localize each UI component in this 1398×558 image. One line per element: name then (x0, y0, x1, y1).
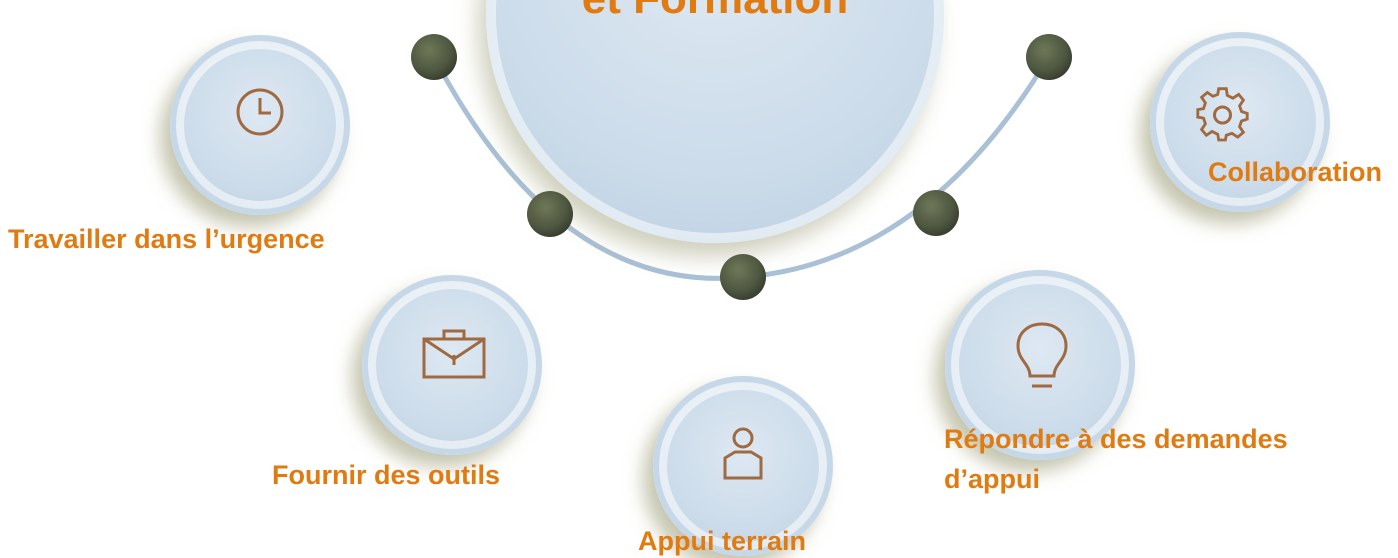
node-label-terrain: Appui terrain (638, 526, 807, 556)
node-label-demandes-1: Répondre à des demandes (944, 424, 1288, 454)
person-icon (723, 427, 763, 480)
node-label-urgence: Travailler dans l’urgence (8, 224, 325, 254)
node-circle-demandes (945, 270, 1135, 460)
briefcase-icon (422, 329, 486, 379)
connector-dot (913, 190, 959, 236)
gear-icon (1196, 87, 1249, 142)
connector-dot (720, 254, 766, 300)
node-circle-terrain (653, 376, 833, 556)
lightbulb-icon (1016, 322, 1068, 388)
node-circle-outils (362, 275, 542, 455)
node-circle-urgence (170, 35, 350, 215)
clock-icon (236, 88, 284, 136)
node-label-outils: Fournir des outils (272, 460, 501, 490)
connector-dot (411, 34, 457, 80)
node-label-demandes-2: d’appui (944, 464, 1040, 494)
node-label-collaboration: Collaboration (1208, 157, 1382, 187)
central-title: et Formation (560, 0, 870, 24)
connector-dot (1026, 34, 1072, 80)
connector-dot (527, 191, 573, 237)
